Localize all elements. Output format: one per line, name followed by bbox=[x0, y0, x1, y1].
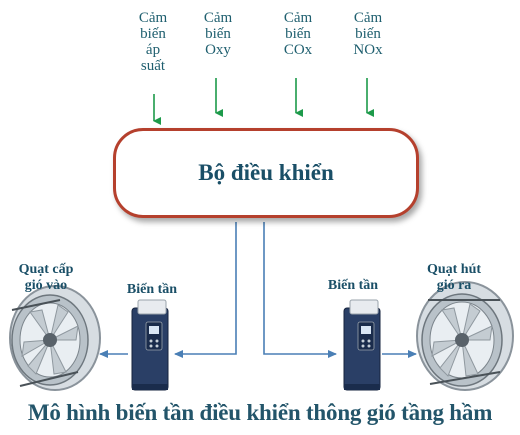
sensor-oxy: Cảm biến Oxy bbox=[193, 10, 243, 58]
exhaust-fan-label: Quạt hút gió ra bbox=[414, 262, 494, 294]
sensor-pressure-line4: suất bbox=[140, 58, 166, 74]
sensor-nox: Cảm biến NOx bbox=[343, 10, 393, 58]
controller-label: Bộ điều khiển bbox=[198, 160, 334, 185]
sensor-pressure-line1: Cảm bbox=[138, 10, 168, 26]
sensor-cox-line3: COx bbox=[283, 42, 313, 58]
sensor-cox-line1: Cảm bbox=[283, 10, 313, 26]
supply-fan-icon bbox=[9, 285, 101, 391]
diagram-caption: Mô hình biến tần điều khiển thông gió tầ… bbox=[27, 400, 493, 425]
supply-fan-label-line1: Quạt cấp bbox=[18, 262, 74, 277]
sensor-nox-line2: biến bbox=[355, 26, 381, 42]
inverter-right-label: Biến tần bbox=[327, 278, 379, 293]
sensor-pressure: Cảm biến áp suất bbox=[128, 10, 178, 74]
sensor-oxy-line2: biến bbox=[205, 26, 231, 42]
inverter-right-icon bbox=[343, 299, 381, 391]
sensor-nox-line3: NOx bbox=[353, 42, 383, 58]
sensor-nox-line1: Cảm bbox=[353, 10, 383, 26]
sensor-cox: Cảm biến COx bbox=[273, 10, 323, 58]
exhaust-fan-label-line2: gió ra bbox=[436, 278, 472, 293]
sensor-cox-line2: biến bbox=[285, 26, 311, 42]
exhaust-fan-icon bbox=[416, 281, 514, 391]
signal-line-left bbox=[174, 222, 237, 358]
signal-line-right bbox=[263, 222, 337, 358]
supply-fan-label-line2: gió vào bbox=[24, 278, 68, 293]
inverter-left-label: Biến tần bbox=[126, 282, 178, 297]
inverter-left-icon bbox=[131, 299, 169, 391]
sensor-oxy-line1: Cảm bbox=[203, 10, 233, 26]
exhaust-fan-label-line1: Quạt hút bbox=[426, 262, 482, 277]
controller-box: Bộ điều khiển bbox=[113, 128, 419, 218]
sensor-pressure-line3: áp bbox=[145, 42, 161, 58]
sensor-oxy-line3: Oxy bbox=[205, 42, 231, 58]
sensor-pressure-line2: biến bbox=[140, 26, 166, 42]
supply-fan-label: Quạt cấp gió vào bbox=[6, 262, 86, 294]
